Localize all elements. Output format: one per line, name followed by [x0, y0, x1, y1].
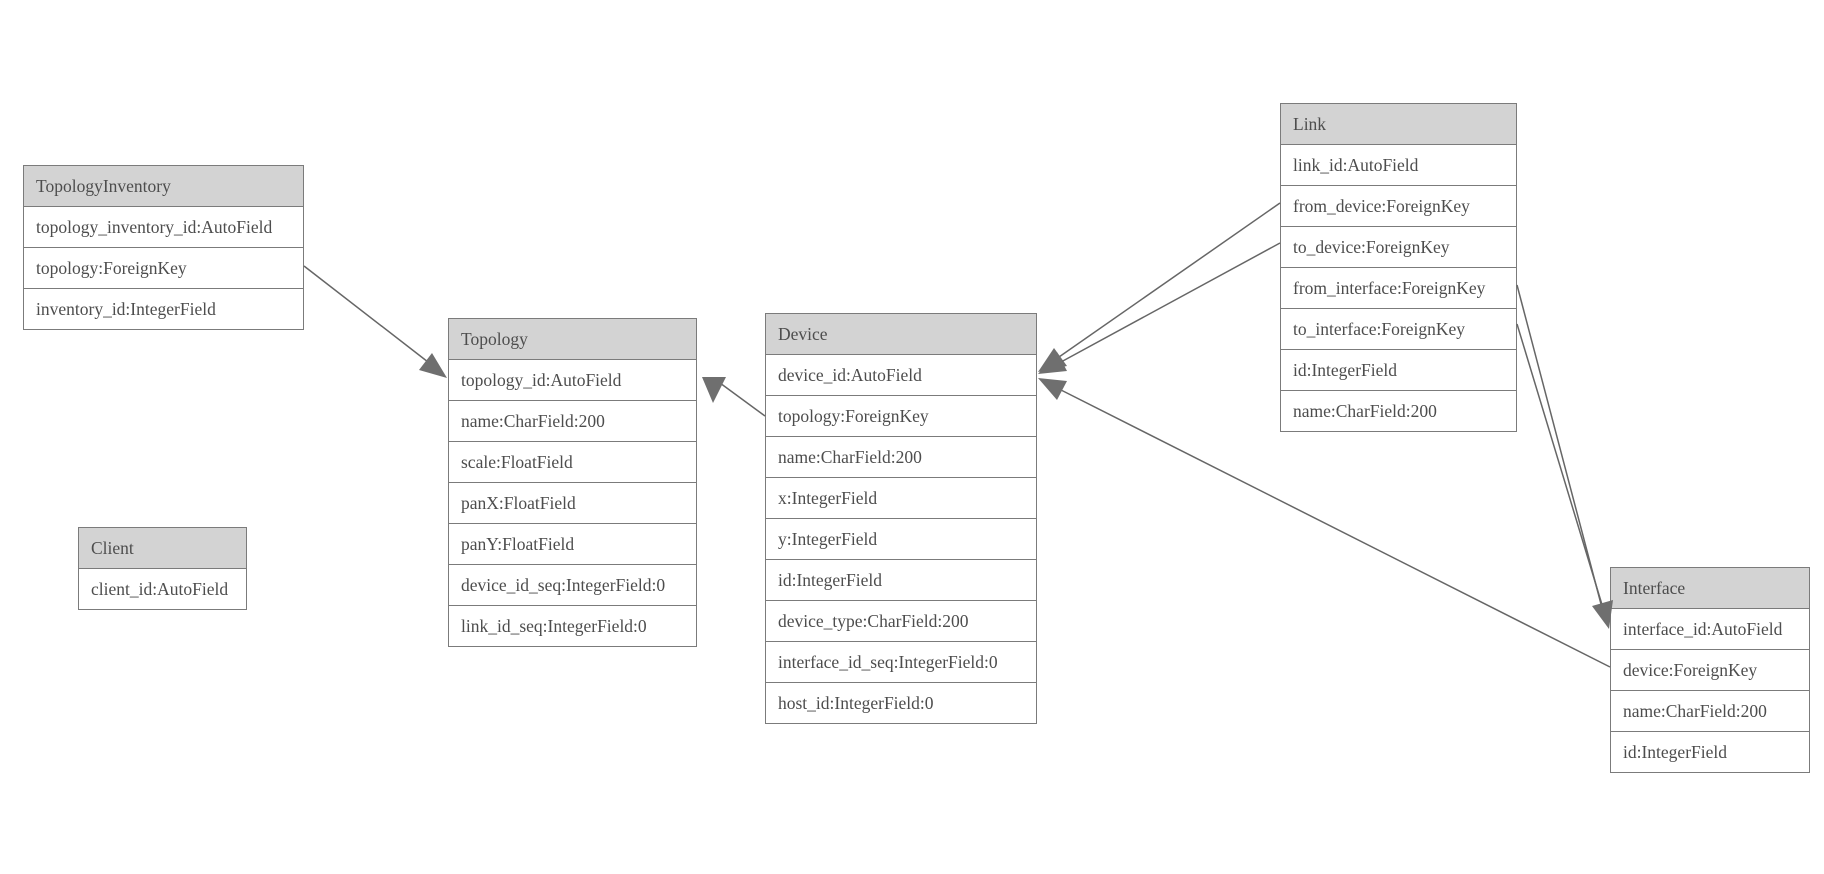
table-client[interactable]: Client client_id:AutoField: [78, 527, 247, 610]
field-row: device_id_seq:IntegerField:0: [449, 564, 696, 605]
field-row: to_device:ForeignKey: [1281, 226, 1516, 267]
arrowhead-into-device-upper: [1038, 348, 1067, 372]
field-row: name:CharField:200: [1281, 390, 1516, 431]
field-row: topology:ForeignKey: [766, 395, 1036, 436]
table-topology-inventory[interactable]: TopologyInventory topology_inventory_id:…: [23, 165, 304, 330]
field-row: name:CharField:200: [449, 400, 696, 441]
table-title: Device: [766, 314, 1036, 355]
field-row: from_interface:ForeignKey: [1281, 267, 1516, 308]
table-title: Client: [79, 528, 246, 569]
field-row: scale:FloatField: [449, 441, 696, 482]
edge-topologyinventory-topology: [303, 265, 429, 363]
table-link[interactable]: Link link_id:AutoField from_device:Forei…: [1280, 103, 1517, 432]
field-row: topology_id:AutoField: [449, 360, 696, 400]
field-row: link_id:AutoField: [1281, 145, 1516, 185]
field-row: id:IntegerField: [1611, 731, 1809, 772]
field-row: interface_id:AutoField: [1611, 609, 1809, 649]
field-row: name:CharField:200: [1611, 690, 1809, 731]
field-row: device_type:CharField:200: [766, 600, 1036, 641]
field-row: name:CharField:200: [766, 436, 1036, 477]
arrowhead-into-device-middle: [1038, 352, 1067, 374]
field-row: topology:ForeignKey: [24, 247, 303, 288]
arrowhead-into-device-lower: [1038, 378, 1067, 400]
field-row: from_device:ForeignKey: [1281, 185, 1516, 226]
table-title: Topology: [449, 319, 696, 360]
field-row: topology_inventory_id:AutoField: [24, 207, 303, 247]
table-title: Interface: [1611, 568, 1809, 609]
arrowhead-into-topology-right: [702, 377, 726, 403]
field-row: host_id:IntegerField:0: [766, 682, 1036, 723]
table-title: TopologyInventory: [24, 166, 303, 207]
edge-link-frominterface-interface: [1516, 284, 1602, 605]
arrowhead-into-topology-left: [419, 353, 447, 378]
edge-link-fromdevice-device: [1058, 202, 1281, 358]
field-row: interface_id_seq:IntegerField:0: [766, 641, 1036, 682]
table-topology[interactable]: Topology topology_id:AutoField name:Char…: [448, 318, 697, 647]
edge-link-tointerface-interface: [1516, 323, 1604, 609]
table-interface[interactable]: Interface interface_id:AutoField device:…: [1610, 567, 1810, 773]
field-row: link_id_seq:IntegerField:0: [449, 605, 696, 646]
field-row: to_interface:ForeignKey: [1281, 308, 1516, 349]
field-row: client_id:AutoField: [79, 569, 246, 609]
field-row: panX:FloatField: [449, 482, 696, 523]
field-row: id:IntegerField: [1281, 349, 1516, 390]
table-title: Link: [1281, 104, 1516, 145]
field-row: id:IntegerField: [766, 559, 1036, 600]
field-row: panY:FloatField: [449, 523, 696, 564]
table-device[interactable]: Device device_id:AutoField topology:Fore…: [765, 313, 1037, 724]
field-row: y:IntegerField: [766, 518, 1036, 559]
edge-link-todevice-device: [1060, 242, 1281, 363]
field-row: device:ForeignKey: [1611, 649, 1809, 690]
field-row: device_id:AutoField: [766, 355, 1036, 395]
edge-device-topology: [719, 382, 766, 417]
field-row: inventory_id:IntegerField: [24, 288, 303, 329]
field-row: x:IntegerField: [766, 477, 1036, 518]
